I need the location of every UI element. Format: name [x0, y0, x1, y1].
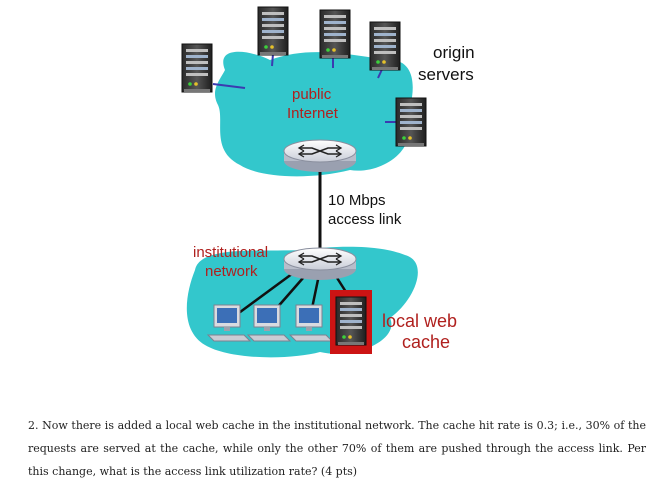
public-internet-label: public: [292, 86, 332, 103]
question-text: 2. Now there is added a local web cache …: [28, 419, 646, 478]
origin-server: [257, 6, 289, 56]
server-link: [212, 83, 246, 89]
institutional-network-label: institutional: [193, 244, 268, 261]
internet-router: [283, 139, 357, 173]
institutional-network-label: network: [205, 263, 258, 280]
lan-link: [231, 266, 301, 320]
cache-label: local web: [382, 311, 457, 331]
origin-server: [319, 9, 351, 59]
origin-server: [395, 97, 427, 147]
access-link-label: access link: [328, 211, 402, 228]
institutional-router: [283, 247, 357, 281]
network-diagram: origin servers public Internet 10 Mbps a…: [181, 6, 475, 358]
access-link-label: 10 Mbps: [328, 192, 386, 209]
origin-servers-label: origin: [433, 43, 475, 62]
origin-servers-label: servers: [418, 65, 474, 84]
public-internet-cloud: [215, 51, 413, 177]
origin-server: [181, 43, 213, 93]
server-link: [271, 53, 274, 67]
cache-server: [335, 296, 367, 346]
origin-server: [369, 21, 401, 71]
public-internet-label: Internet: [287, 105, 339, 122]
cache-label: cache: [402, 332, 450, 352]
